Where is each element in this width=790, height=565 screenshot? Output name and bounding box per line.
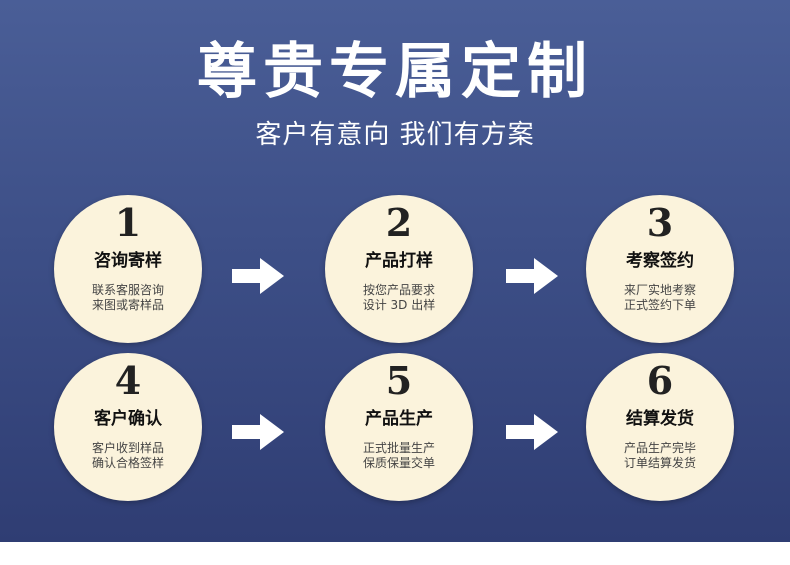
step-name: 结算发货: [626, 409, 694, 429]
step-number: 1: [114, 200, 142, 245]
page-subtitle: 客户有意向 我们有方案: [255, 120, 535, 150]
step-description: 正式批量生产 保质保量交单: [325, 441, 473, 471]
step-description-line: 来图或寄样品: [91, 298, 164, 312]
step-5-circle: 5 产品生产 正式批量生产 保质保量交单: [325, 353, 473, 501]
step-1-circle: 1 咨询寄样 联系客服咨询 来图或寄样品: [54, 195, 202, 343]
step-description-line: 订单结算发货: [623, 456, 696, 470]
step-description-line: 设计 3D 出样: [362, 298, 436, 312]
banner-panel: 尊贵专属定制 客户有意向 我们有方案 1 咨询寄样 联系客服咨询 来图或寄样品 …: [0, 0, 790, 542]
step-number: 4: [114, 358, 142, 403]
step-name: 产品生产: [365, 409, 433, 429]
step-description-line: 联系客服咨询: [91, 283, 164, 297]
step-name: 产品打样: [365, 251, 433, 271]
step-description: 按您产品要求 设计 3D 出样: [325, 283, 473, 313]
right-arrow-icon: [232, 258, 284, 294]
step-name: 客户确认: [94, 409, 162, 429]
step-number: 5: [385, 358, 413, 403]
right-arrow-icon: [232, 414, 284, 450]
page-title: 尊贵专属定制: [197, 37, 593, 107]
step-description-line: 正式批量生产: [362, 441, 435, 455]
step-2-circle: 2 产品打样 按您产品要求 设计 3D 出样: [325, 195, 473, 343]
step-description-line: 产品生产完毕: [623, 441, 696, 455]
step-number: 2: [385, 200, 413, 245]
step-description-line: 来厂实地考察: [623, 283, 696, 297]
step-description: 客户收到样品 确认合格签样: [54, 441, 202, 471]
step-number: 3: [646, 200, 674, 245]
step-description: 联系客服咨询 来图或寄样品: [54, 283, 202, 313]
step-4-circle: 4 客户确认 客户收到样品 确认合格签样: [54, 353, 202, 501]
step-name: 考察签约: [626, 251, 694, 271]
step-description-line: 保质保量交单: [362, 456, 435, 470]
step-number: 6: [646, 358, 674, 403]
right-arrow-icon: [506, 414, 558, 450]
step-description: 来厂实地考察 正式签约下单: [586, 283, 734, 313]
right-arrow-icon: [506, 258, 558, 294]
step-name: 咨询寄样: [94, 251, 162, 271]
step-description-line: 正式签约下单: [623, 298, 696, 312]
step-description-line: 确认合格签样: [91, 456, 164, 470]
step-description: 产品生产完毕 订单结算发货: [586, 441, 734, 471]
step-description-line: 客户收到样品: [91, 441, 164, 455]
step-3-circle: 3 考察签约 来厂实地考察 正式签约下单: [586, 195, 734, 343]
step-description-line: 按您产品要求: [362, 283, 435, 297]
step-6-circle: 6 结算发货 产品生产完毕 订单结算发货: [586, 353, 734, 501]
